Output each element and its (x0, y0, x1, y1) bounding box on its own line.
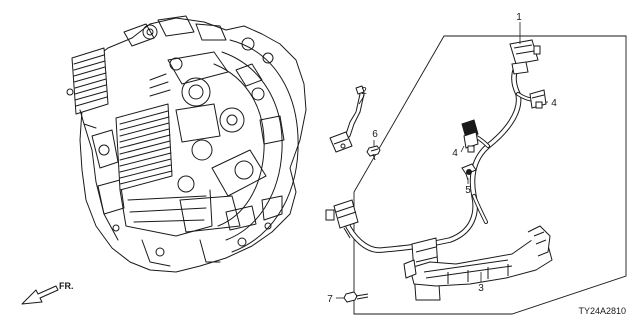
direction-label: FR. (59, 281, 74, 291)
bracket-part-2 (329, 85, 365, 153)
diagram-code: TY24A2810 (578, 306, 626, 316)
assembly-boundary (353, 35, 627, 315)
callout-1: 1 (516, 12, 522, 23)
leader-2 (358, 95, 365, 105)
clip-part-4-right (529, 89, 547, 109)
front-direction-arrow-icon (21, 285, 59, 305)
harness-top-connector (509, 39, 541, 75)
leader-lines (336, 22, 548, 299)
callout-3: 3 (478, 283, 484, 294)
callout-4-right: 4 (551, 98, 557, 109)
callout-2: 2 (361, 86, 367, 97)
harness-bracket-part-3 (403, 225, 553, 301)
transmission-assembly (66, 15, 307, 273)
callout-6: 6 (372, 129, 378, 140)
harness-left-connector (325, 199, 359, 239)
leader-4-middle (460, 145, 465, 153)
callout-5: 5 (465, 185, 471, 196)
callout-4-middle: 4 (452, 148, 458, 159)
clip-part-4-middle (461, 119, 479, 153)
callout-7: 7 (327, 294, 333, 305)
bolt-part-6 (366, 145, 381, 161)
clip-part-5 (461, 163, 477, 181)
bolt-part-7 (343, 291, 369, 303)
